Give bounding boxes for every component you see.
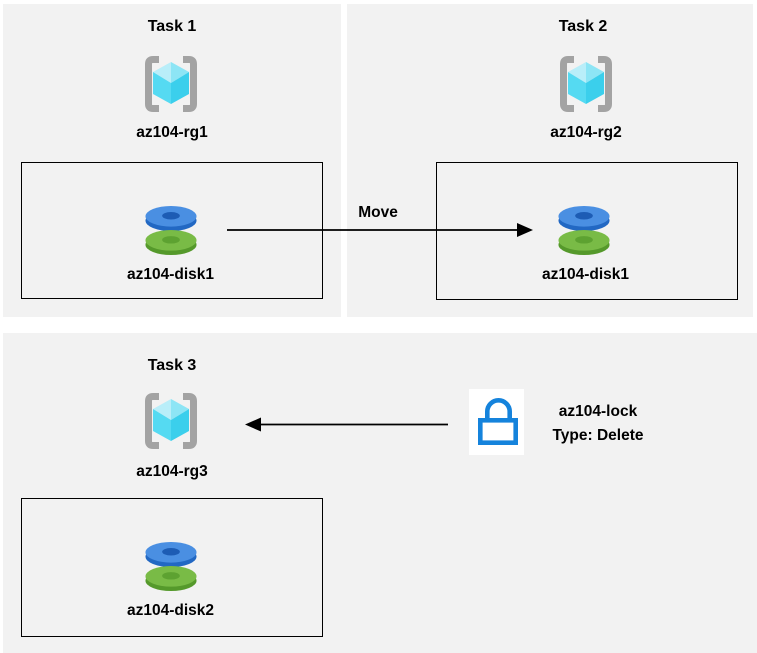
disk-label: az104-disk1 [541,266,630,283]
lock-caption: az104-lock Type: Delete [520,400,676,448]
lock-name: az104-lock [558,403,638,420]
lock-icon [469,389,524,455]
resource-group-icon [142,392,200,450]
disk-icon [555,204,613,257]
resource-group-icon [557,55,615,113]
resource-group-icon [142,55,200,113]
resource-group-label: az104-rg3 [136,463,208,480]
disk-label: az104-disk2 [126,602,215,619]
task2-panel: Task 2 az104-rg2 az104-disk1 [347,4,753,317]
task3-title: Task 3 [147,357,197,374]
disk-label: az104-disk1 [126,266,215,283]
task3-panel: Task 3 az104-rg3 az104-disk2 [3,333,757,653]
resource-group-label: az104-rg1 [136,124,208,141]
disk-icon [142,204,200,257]
task3-disk-box: az104-disk2 [21,498,323,637]
task1-panel: Task 1 az104-rg1 az104-disk1 [3,4,341,317]
resource-group-label: az104-rg2 [550,124,622,141]
disk-icon [142,540,200,593]
move-arrow-label: Move [358,204,398,221]
task1-title: Task 1 [147,18,197,35]
lock-type: Type: Delete [552,427,644,444]
task2-disk-box: az104-disk1 [436,162,738,300]
task1-disk-box: az104-disk1 [21,162,323,299]
task2-title: Task 2 [558,18,608,35]
